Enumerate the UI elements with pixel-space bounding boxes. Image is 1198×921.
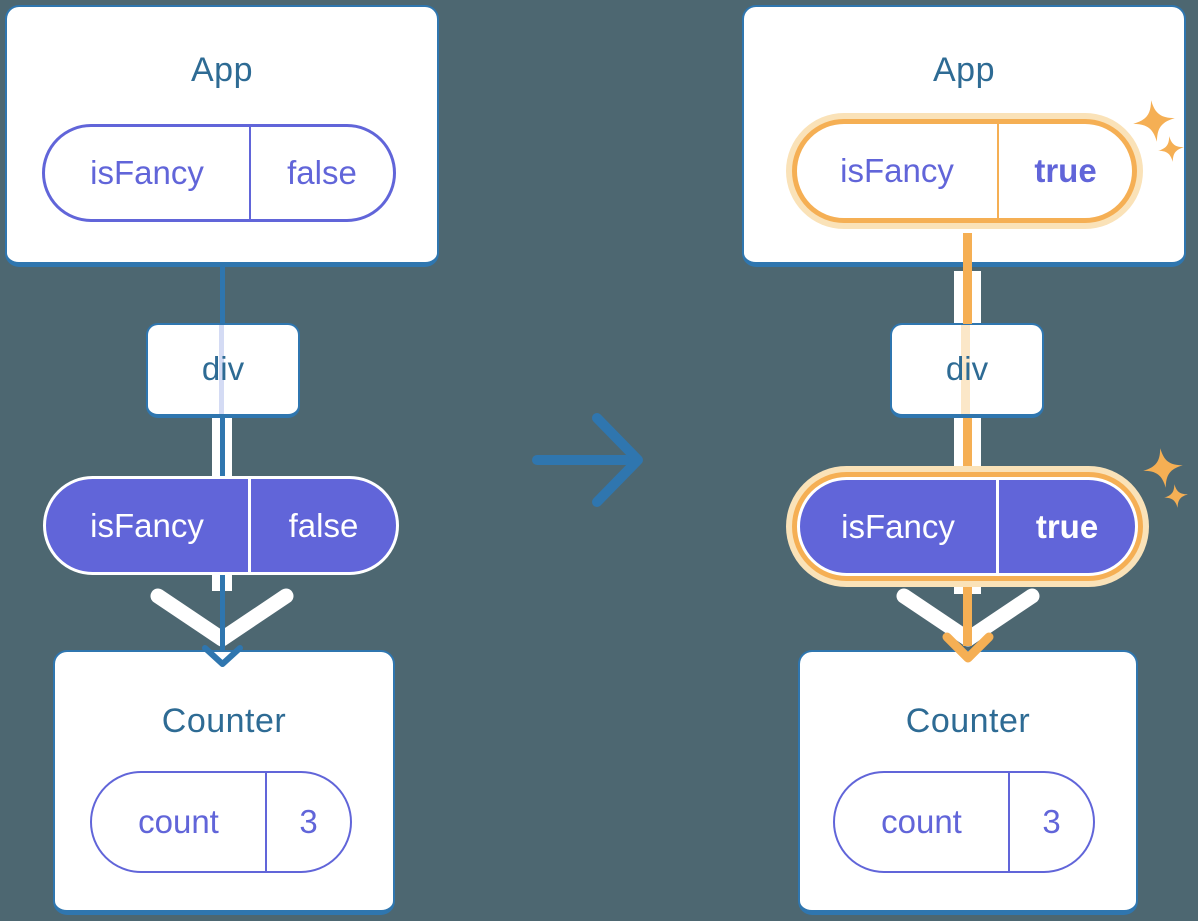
div-label: div: [201, 350, 245, 387]
arrow-head-icon: [202, 645, 243, 667]
state-name: count: [881, 803, 962, 840]
app-title: App: [191, 51, 253, 89]
state-name: count: [138, 803, 219, 840]
faded-state-line: [219, 325, 224, 414]
prop-name: isFancy: [841, 507, 955, 545]
before-counter-state-pill: count 3: [90, 771, 352, 873]
before-passed-prop-pill: isFancy false: [43, 476, 399, 575]
sparkle-icon: [1143, 448, 1183, 488]
prop-name: isFancy: [90, 506, 204, 544]
edge-div-to-prop-highlighted: [954, 418, 981, 480]
prop-value: false: [249, 127, 393, 219]
before-app-prop-pill: isFancy false: [42, 124, 396, 222]
prop-value: true: [997, 124, 1132, 218]
prop-value: false: [248, 479, 396, 572]
after-div-node: div: [890, 323, 1044, 418]
app-title: App: [933, 51, 995, 89]
sparkle-icon: [1133, 100, 1175, 142]
edge-app-to-div: [220, 266, 225, 324]
edge-side-bar: [954, 570, 963, 594]
sparkle-icon: [1158, 136, 1184, 162]
arrow-head-icon: [942, 632, 994, 663]
after-counter-state-pill: count 3: [833, 771, 1095, 873]
edge-side-bar: [954, 271, 963, 323]
after-passed-prop-pill-highlighted: isFancy true: [797, 477, 1138, 576]
div-label: div: [945, 350, 989, 387]
prop-name: isFancy: [90, 154, 204, 191]
edge-prop-to-counter: [220, 575, 225, 651]
edge-side-bar: [972, 570, 981, 594]
edge-app-to-div-highlighted: [963, 233, 972, 324]
before-div-node: div: [146, 323, 300, 418]
prop-name: isFancy: [840, 152, 954, 189]
arrow-right-icon: [532, 413, 643, 507]
faded-state-line: [961, 325, 970, 414]
state-value: 3: [1008, 773, 1093, 871]
prop-value: true: [996, 480, 1135, 573]
edge-div-to-prop: [212, 418, 232, 480]
after-app-prop-pill-highlighted: isFancy true: [792, 119, 1137, 223]
state-value: 3: [265, 773, 350, 871]
sparkle-icon: [1164, 484, 1188, 508]
edge-prop-to-counter-highlighted: [963, 576, 972, 646]
counter-title: Counter: [161, 702, 287, 740]
counter-title: Counter: [905, 702, 1031, 740]
edge-side-bar: [972, 271, 981, 323]
